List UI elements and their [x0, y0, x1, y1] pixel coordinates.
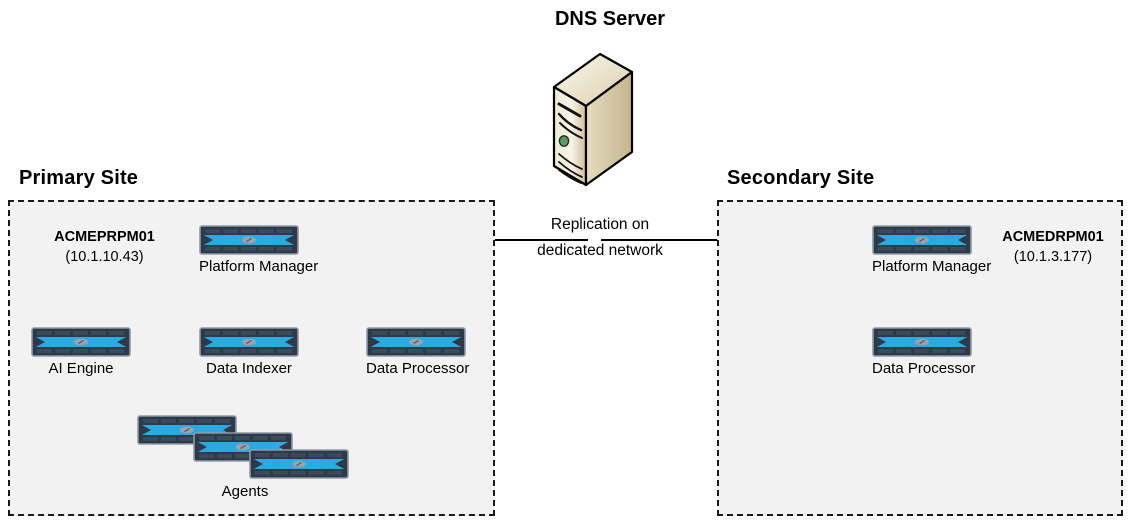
- primary-site-title: Primary Site: [19, 167, 139, 189]
- replication-label-line1: Replication on: [548, 216, 652, 233]
- replication-label: Replication on dedicated network: [505, 212, 695, 264]
- secondary-host-ip: (10.1.3.177): [1013, 249, 1093, 265]
- secondary-site-title: Secondary Site: [727, 167, 875, 189]
- replication-label-line2: dedicated network: [535, 242, 665, 259]
- dns-server-title: DNS Server: [554, 8, 666, 30]
- secondary-host-label: ACMEDRPM01 (10.1.3.177): [988, 227, 1118, 267]
- node-label: Platform Manager: [199, 258, 319, 275]
- network-switch-icon: [872, 327, 972, 357]
- node-label: Platform Manager: [872, 258, 992, 275]
- tower-server-icon: [540, 42, 634, 187]
- primary-host-name: ACMEPRPM01: [54, 229, 155, 245]
- network-switch-icon: [872, 225, 972, 255]
- node-primary-data-indexer[interactable]: Data Indexer: [199, 327, 299, 378]
- agents-label: Agents: [221, 483, 269, 500]
- node-primary-platform-manager[interactable]: Platform Manager: [199, 225, 319, 276]
- node-label: AI Engine: [48, 360, 114, 377]
- node-label: Data Processor: [872, 360, 976, 377]
- network-switch-icon: [366, 327, 466, 357]
- primary-host-label: ACMEPRPM01 (10.1.10.43): [32, 227, 177, 267]
- network-switch-icon: [199, 327, 299, 357]
- node-primary-data-processor[interactable]: Data Processor: [366, 327, 470, 378]
- primary-host-ip: (10.1.10.43): [65, 249, 144, 265]
- node-label: Data Processor: [366, 360, 470, 377]
- network-switch-icon: [249, 449, 349, 479]
- node-primary-ai-engine[interactable]: AI Engine: [31, 327, 131, 378]
- network-switch-icon: [199, 225, 299, 255]
- node-label: Data Indexer: [206, 360, 292, 377]
- node-secondary-data-processor[interactable]: Data Processor: [872, 327, 976, 378]
- network-switch-icon: [31, 327, 131, 357]
- node-secondary-platform-manager[interactable]: Platform Manager: [872, 225, 992, 276]
- secondary-host-name: ACMEDRPM01: [1002, 229, 1104, 245]
- node-primary-agents[interactable]: Agents: [137, 415, 353, 500]
